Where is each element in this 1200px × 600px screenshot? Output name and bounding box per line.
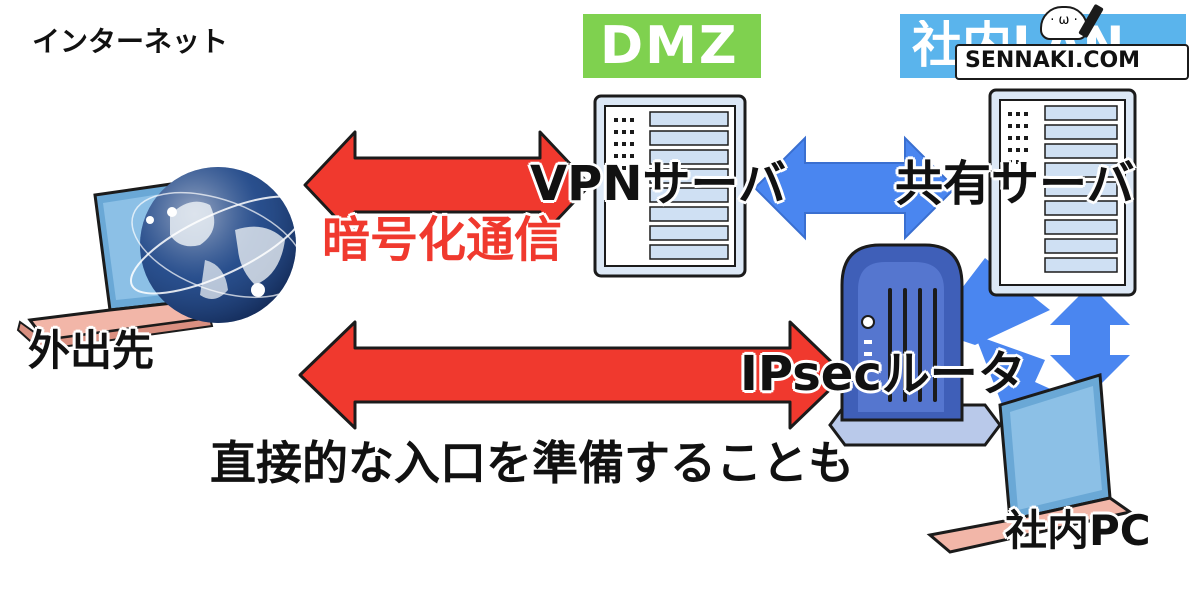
mascot-face-icon: · ω · <box>1040 6 1088 40</box>
red-arrow-encrypted <box>303 130 592 240</box>
dmz-label: DMZ <box>600 20 739 72</box>
watermark-text: SENNAKI.COM <box>965 48 1141 73</box>
vpn-server-rack <box>593 94 747 278</box>
ipsec-router <box>828 243 1002 447</box>
vpn-server-label: VPNサーバ <box>530 156 787 212</box>
ipsec-router-label: IPsecルータ <box>740 346 1026 402</box>
dmz-badge <box>583 14 761 78</box>
outside-label: 外出先 <box>28 326 155 375</box>
blue-arrow-vpn-to-shared <box>753 135 957 241</box>
shared-server-label: 共有サーバ <box>895 156 1135 212</box>
internet-label: インターネット <box>32 25 229 58</box>
direct-entrance-label: 直接的な入口を準備することも <box>210 436 854 490</box>
watermark-bar <box>955 44 1189 80</box>
internet-globe <box>129 167 307 323</box>
blue-arrow-shared-to-pc <box>1050 285 1130 395</box>
internal-pc-label: 社内PC <box>1005 506 1151 555</box>
shared-server-rack <box>988 88 1137 297</box>
encrypted-communication-label: 暗号化通信 <box>322 212 563 268</box>
internal-pc-laptop <box>926 373 1134 554</box>
